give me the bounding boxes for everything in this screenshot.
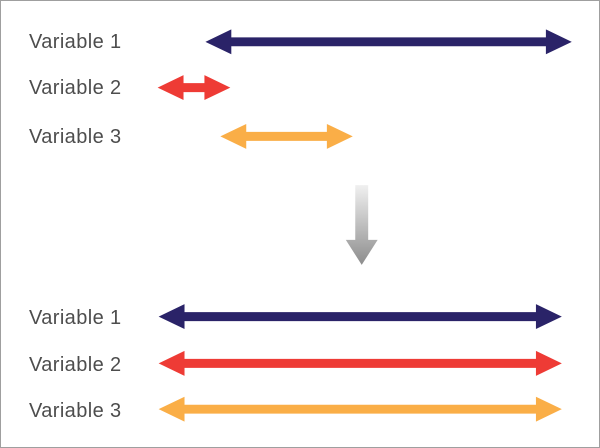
variable-2-label-after: Variable 2 bbox=[29, 354, 122, 376]
double-headed-arrow bbox=[205, 29, 572, 55]
double-headed-arrow bbox=[158, 304, 562, 330]
variable-1-label-before: Variable 1 bbox=[29, 31, 122, 53]
double-headed-arrow bbox=[157, 75, 231, 101]
double-headed-arrow bbox=[158, 396, 562, 422]
variable-2-label-before: Variable 2 bbox=[29, 77, 122, 99]
variable-3-label-after: Variable 3 bbox=[29, 400, 122, 422]
variable-1-label-after: Variable 1 bbox=[29, 307, 122, 329]
double-headed-arrow bbox=[220, 123, 353, 149]
transform-down-arrow bbox=[345, 185, 378, 265]
double-headed-arrow bbox=[158, 350, 562, 376]
variable-3-label-before: Variable 3 bbox=[29, 126, 122, 148]
